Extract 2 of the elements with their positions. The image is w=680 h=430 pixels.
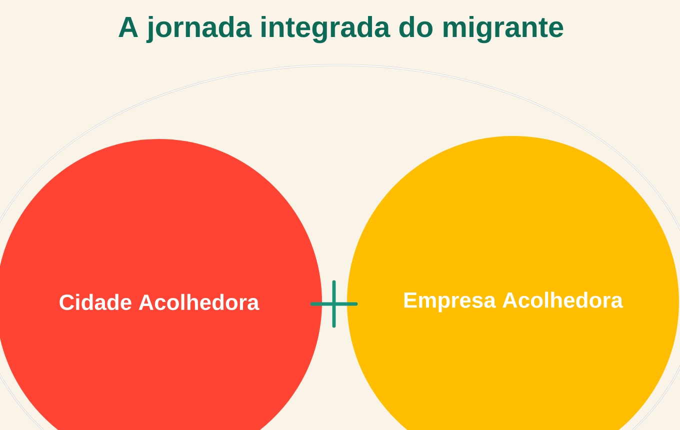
ellipse-outline: [0, 64, 680, 430]
title: A jornada integrada do migrante: [118, 16, 564, 44]
